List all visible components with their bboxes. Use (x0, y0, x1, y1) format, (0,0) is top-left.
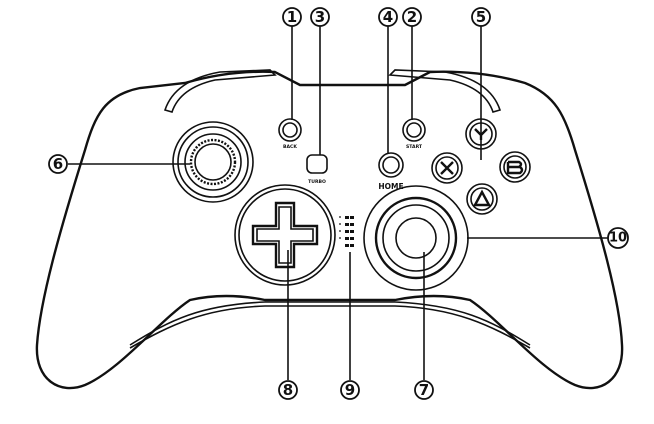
svg-text:2: 2 (407, 8, 417, 26)
callout-4: 4 (378, 7, 398, 27)
player-indicator-leds (339, 216, 354, 247)
back-label: BACK (283, 144, 297, 150)
callout-3: 3 (310, 7, 330, 27)
svg-text:9: 9 (345, 381, 355, 399)
controller-body (35, 69, 624, 390)
callout-5: 5 (471, 7, 491, 27)
turbo-label: TURBO (308, 179, 326, 185)
svg-text:1: 1 (287, 8, 297, 26)
x-glyph-icon (440, 161, 454, 175)
callout-10: 10 (607, 227, 629, 249)
svg-text:4: 4 (383, 8, 393, 26)
callout-2: 2 (402, 7, 422, 27)
start-label: START (406, 144, 423, 150)
svg-text:8: 8 (283, 381, 293, 399)
face-button-b[interactable] (499, 151, 531, 183)
left-analog-stick[interactable] (172, 121, 254, 203)
home-button[interactable]: HOME (378, 152, 404, 191)
callout-lines (68, 26, 608, 380)
svg-text:6: 6 (53, 155, 63, 173)
face-button-x[interactable] (431, 152, 463, 184)
svg-text:5: 5 (476, 8, 486, 26)
start-button[interactable]: START (402, 118, 426, 150)
callout-9: 9 (340, 380, 360, 400)
d-pad[interactable] (234, 184, 336, 286)
callout-7: 7 (414, 380, 434, 400)
svg-text:10: 10 (609, 231, 627, 246)
b-glyph-icon (506, 160, 524, 175)
svg-text:3: 3 (315, 8, 325, 26)
callout-8: 8 (278, 380, 298, 400)
face-button-a[interactable] (466, 183, 498, 215)
svg-text:7: 7 (419, 381, 429, 399)
home-label: HOME (378, 182, 403, 191)
back-button[interactable]: BACK (278, 118, 302, 150)
a-glyph-icon (472, 189, 492, 207)
right-analog-stick[interactable] (363, 185, 469, 291)
callout-6: 6 (48, 154, 68, 174)
callout-1: 1 (282, 7, 302, 27)
turbo-button[interactable]: TURBO (306, 154, 328, 185)
